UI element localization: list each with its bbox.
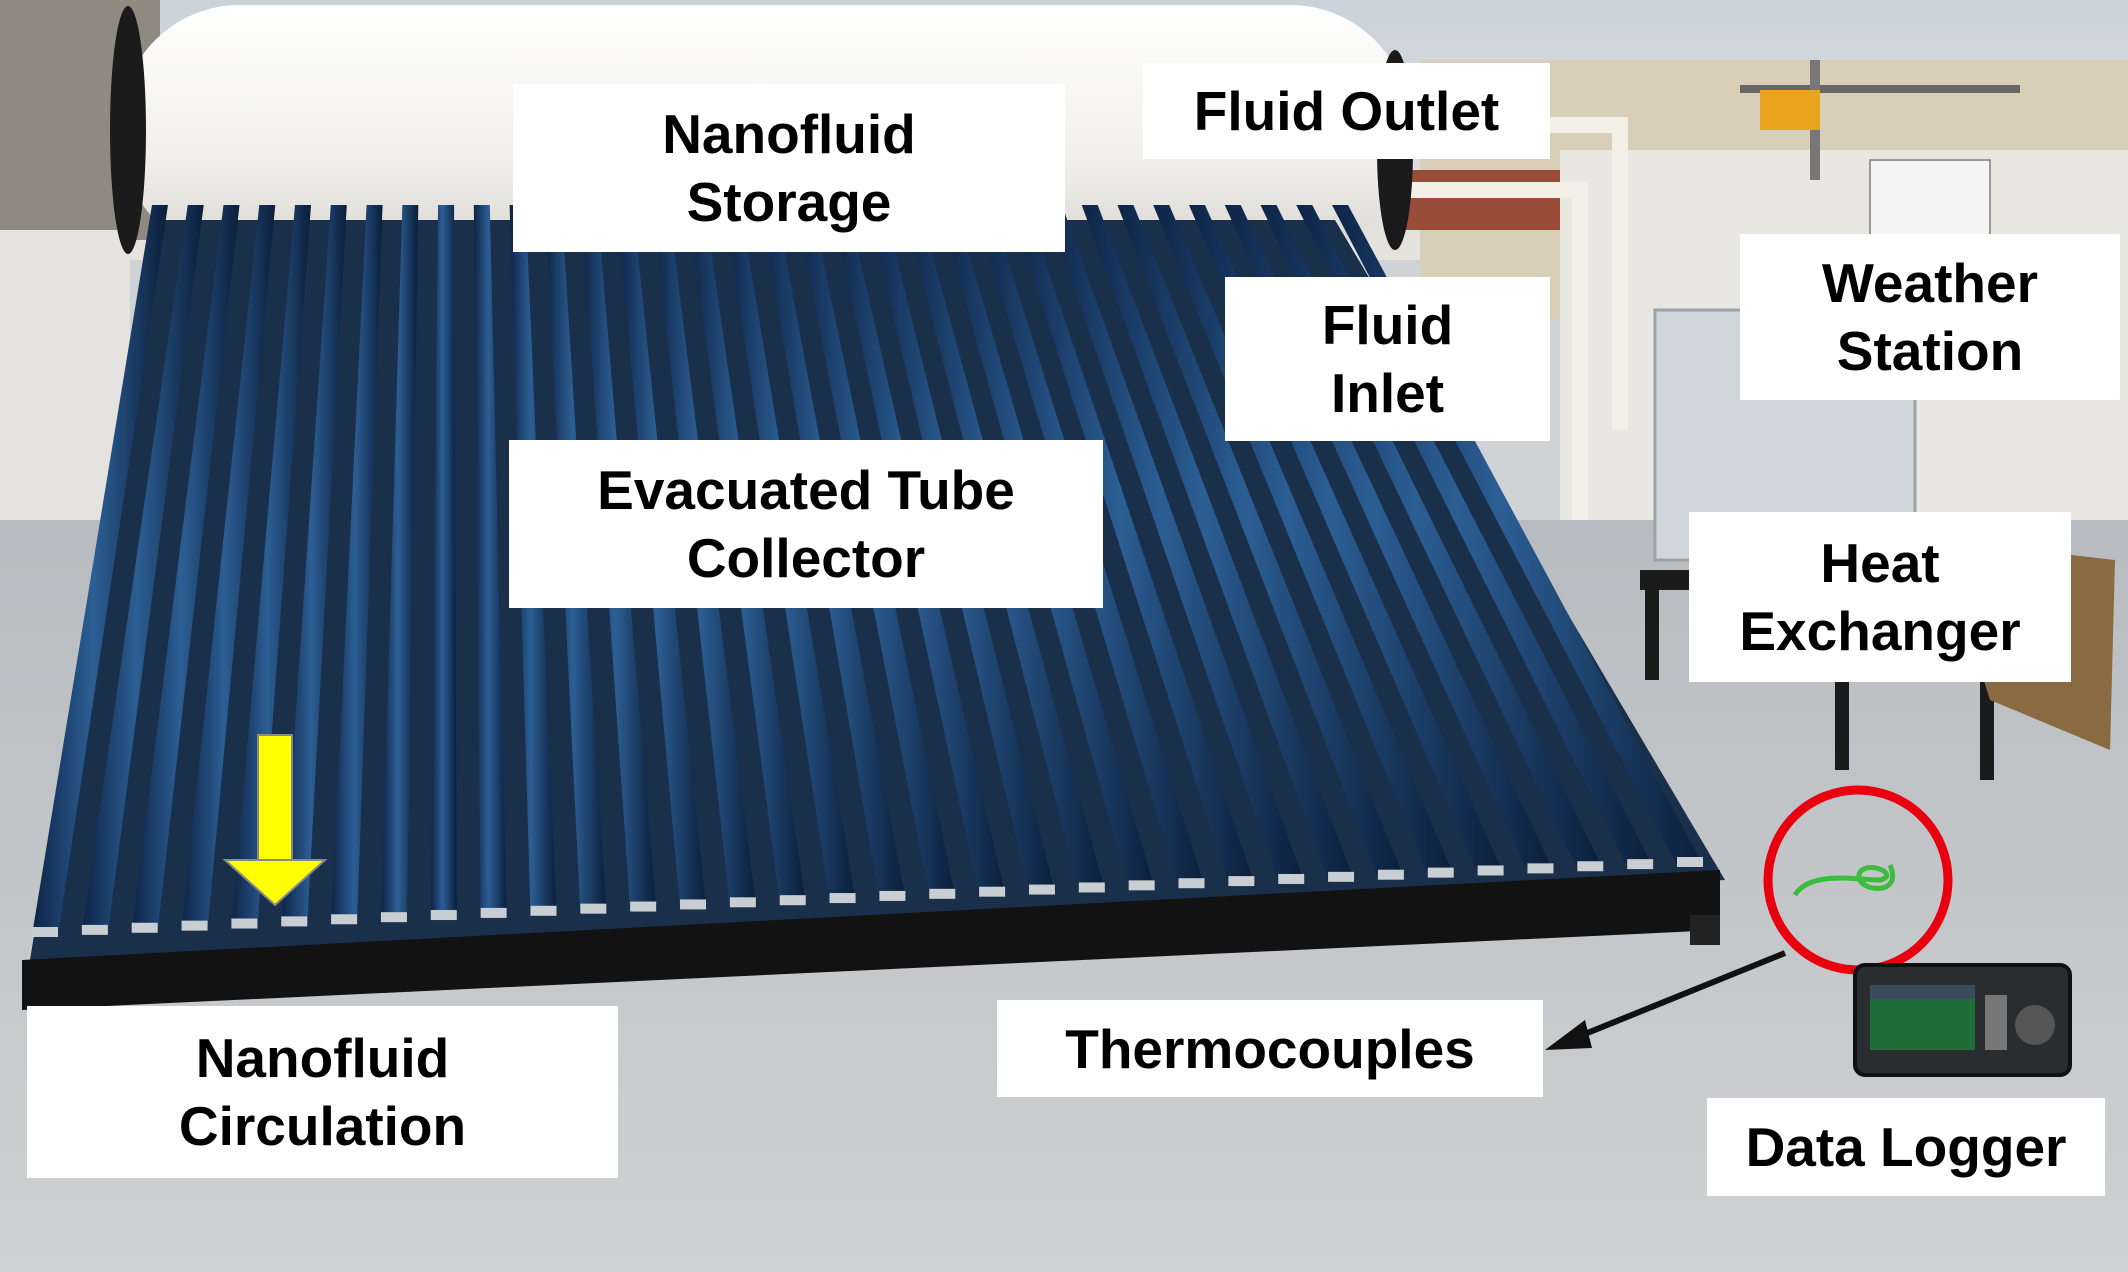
tube-cap <box>580 903 607 914</box>
tube-cap <box>1078 882 1105 893</box>
label-nanofluid-circulation: Nanofluid Circulation <box>27 1006 618 1178</box>
tube-cap <box>1527 863 1554 874</box>
tube-cap <box>1128 880 1155 891</box>
tube-cap <box>131 922 158 933</box>
label-weather-station: Weather Station <box>1740 234 2120 400</box>
label-heat-exchanger: Heat Exchanger <box>1689 512 2071 682</box>
collector-bottom-rail <box>22 870 1720 1010</box>
evacuated-tube <box>32 205 168 935</box>
tube-cap <box>1677 857 1703 867</box>
evacuated-tube <box>181 205 276 929</box>
tube-cap <box>779 895 806 906</box>
pointer-arrow-icon <box>1545 950 1787 1050</box>
tube-cap <box>1627 859 1654 870</box>
tube-cap <box>630 901 657 912</box>
tube-cap <box>281 916 308 927</box>
label-fluid-outlet: Fluid Outlet <box>1143 63 1550 159</box>
tube-cap <box>231 918 258 929</box>
tube-cap <box>1427 867 1454 878</box>
tube-cap <box>380 912 407 923</box>
thermocouple-wire <box>1792 864 1895 897</box>
evacuated-tube <box>81 205 204 933</box>
tube-cap <box>1577 861 1604 872</box>
label-thermocouples: Thermocouples <box>997 1000 1543 1097</box>
tube-cap <box>480 907 507 918</box>
evacuated-tube <box>473 205 507 916</box>
tube-cap <box>530 905 557 916</box>
tube-cap <box>331 914 358 925</box>
evacuated-tube <box>131 205 240 931</box>
tube-cap <box>680 899 707 910</box>
tube-cap <box>430 910 457 921</box>
tube-cap <box>1477 865 1504 876</box>
weather-station-structure <box>1740 60 2020 241</box>
tube-cap <box>1278 873 1305 884</box>
rail-foot <box>1690 915 1720 945</box>
evacuated-tube <box>1081 205 1355 880</box>
roof-red-tiles <box>1390 170 1560 230</box>
tube-cap <box>729 897 756 908</box>
tank-end-cap <box>110 6 146 254</box>
tube-cap <box>181 920 208 931</box>
tube-cap <box>1178 878 1205 889</box>
evacuated-tube <box>430 205 457 919</box>
label-fluid-inlet: Fluid Inlet <box>1225 277 1550 441</box>
tube-cap <box>32 927 58 937</box>
evacuated-tube <box>1010 205 1255 885</box>
tube-cap <box>1028 884 1055 895</box>
tube-cap <box>829 893 856 904</box>
tube-cap <box>81 924 108 935</box>
evacuated-tube <box>231 205 312 927</box>
label-data-logger: Data Logger <box>1707 1098 2105 1196</box>
evacuated-tube <box>380 205 419 921</box>
evacuated-tube <box>331 205 383 923</box>
tube-cap <box>879 890 906 901</box>
label-nanofluid-storage: Nanofluid Storage <box>513 84 1065 252</box>
evacuated-tube <box>281 205 347 925</box>
evacuated-tube <box>1117 205 1404 878</box>
label-evacuated-tube-collector: Evacuated Tube Collector <box>509 440 1103 608</box>
data-logger-device <box>1853 963 2072 1077</box>
tube-cap <box>929 888 956 899</box>
tube-cap <box>1228 876 1255 887</box>
evacuated-tube <box>1045 205 1305 882</box>
tube-cap <box>1328 871 1355 882</box>
tube-cap <box>1377 869 1404 880</box>
tube-cap <box>979 886 1006 897</box>
yellow-arrow-icon <box>222 734 328 907</box>
